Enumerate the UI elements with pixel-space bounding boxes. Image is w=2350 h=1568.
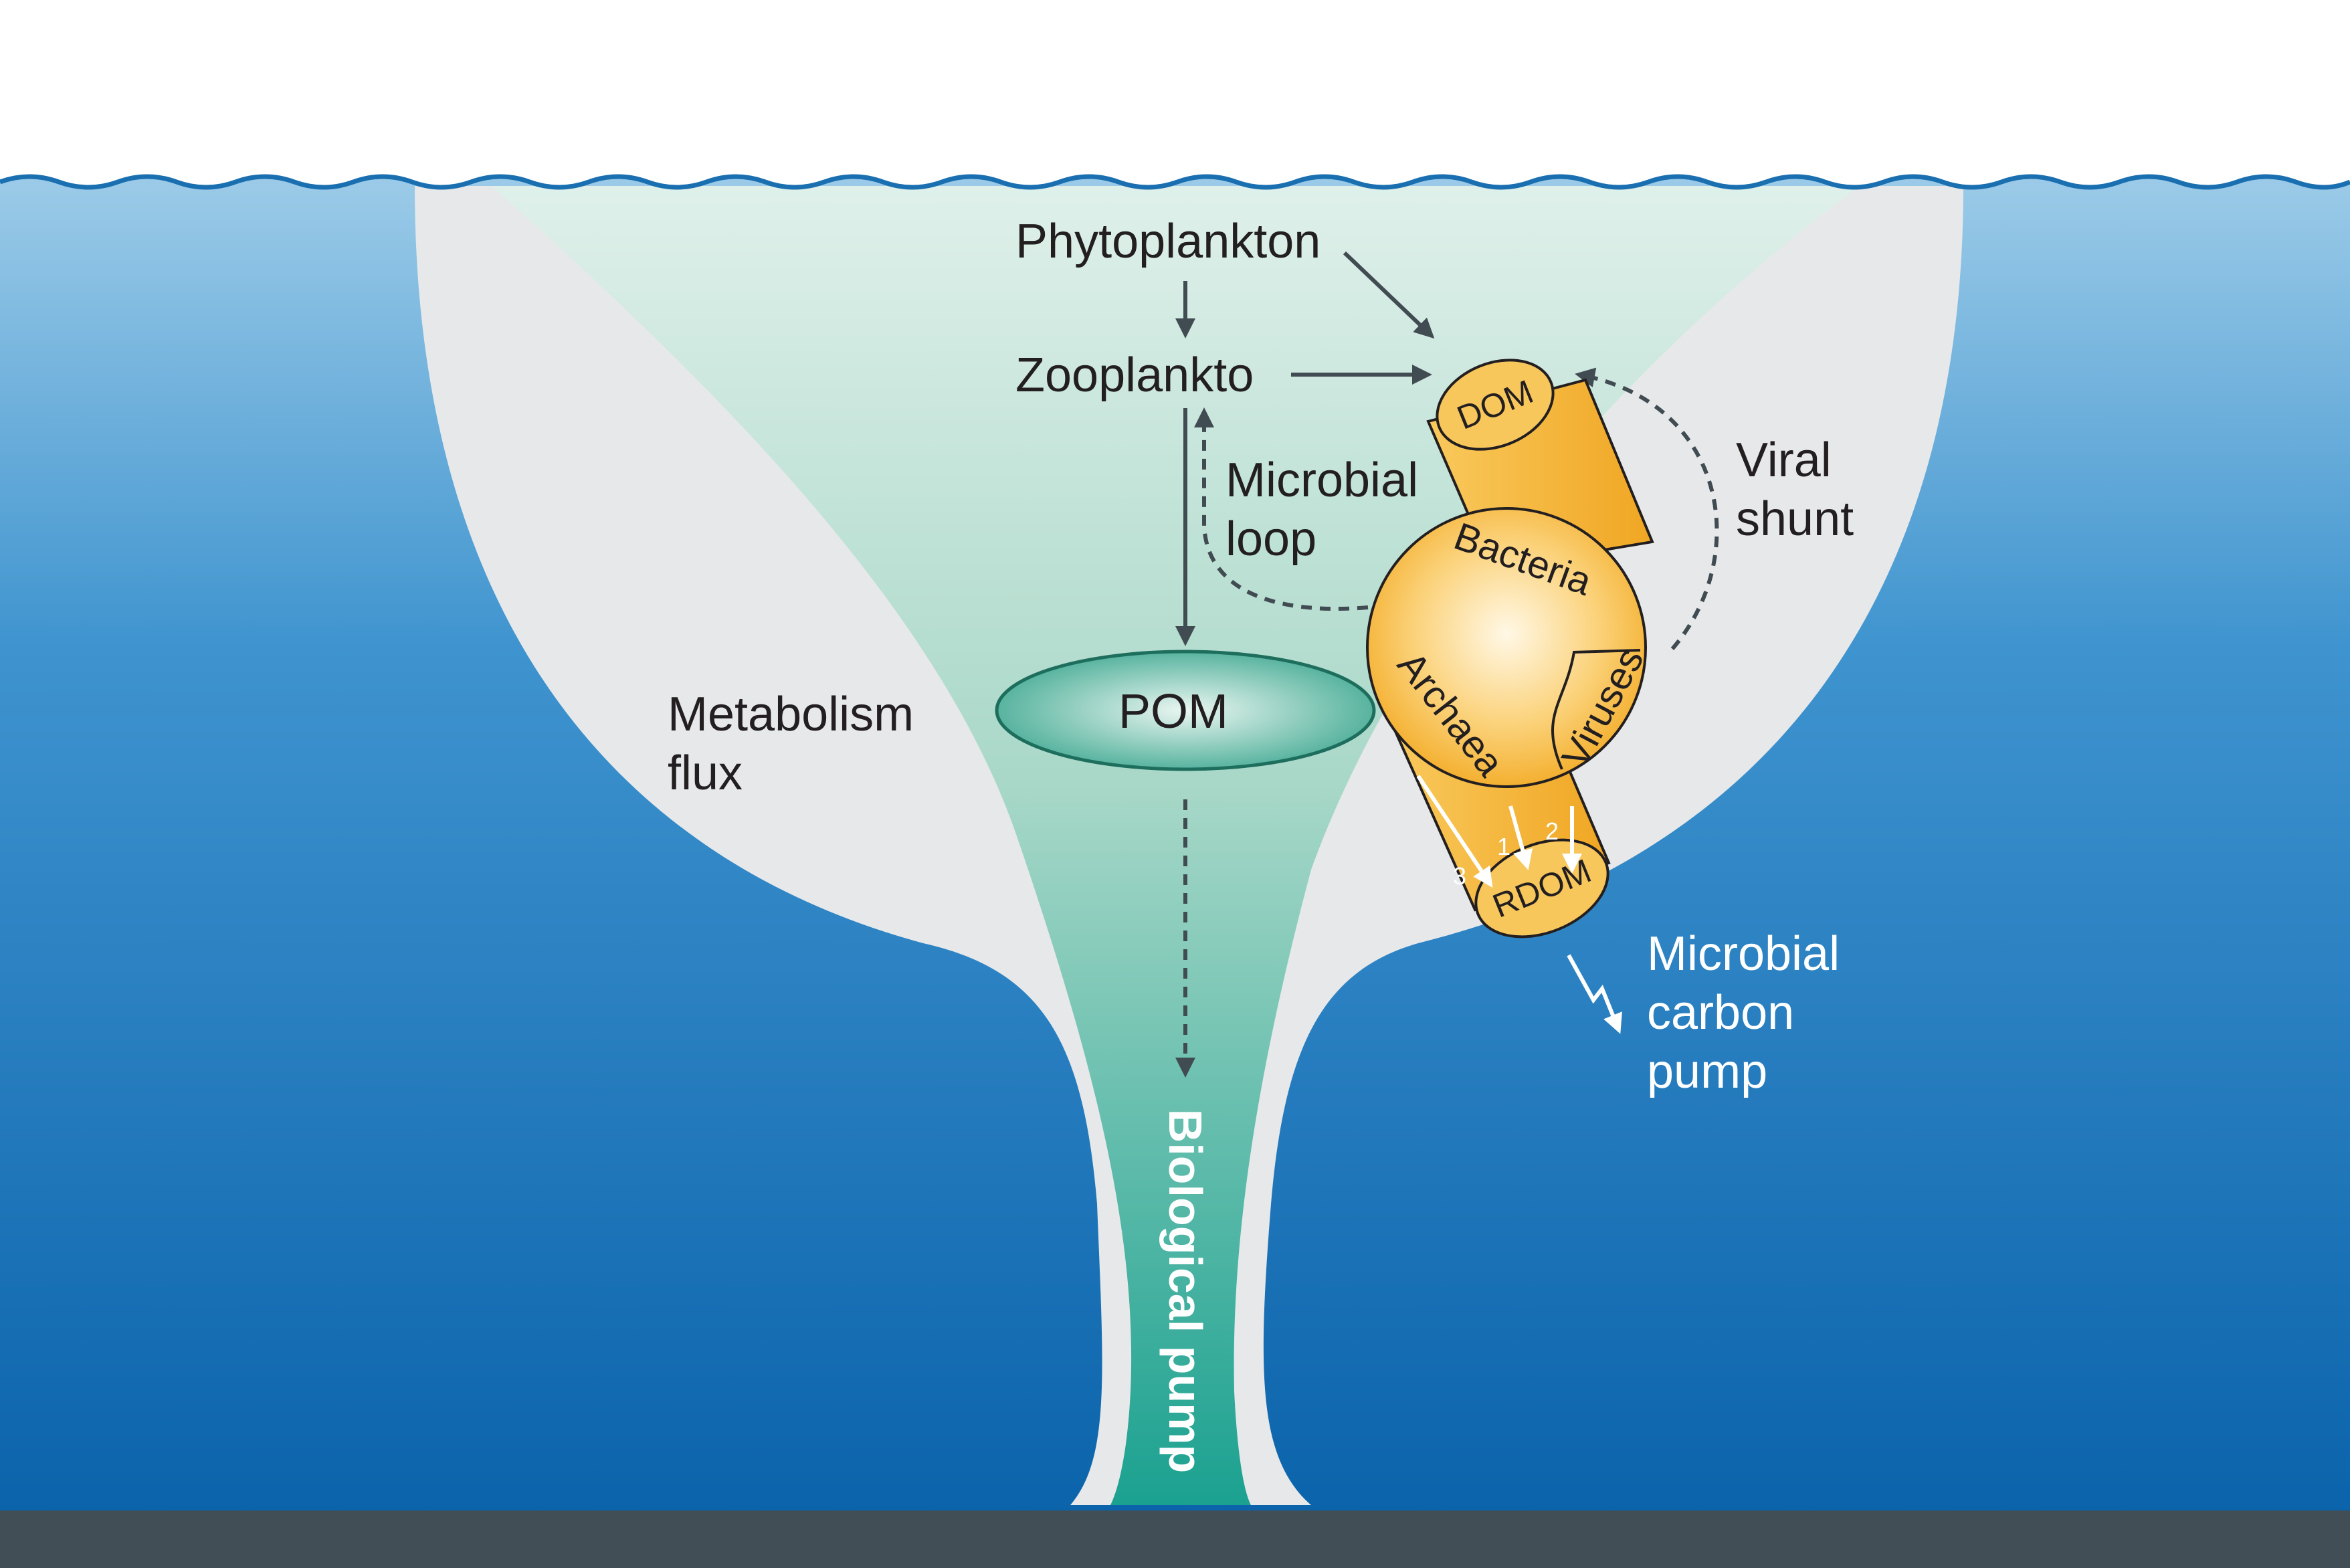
arrow-phyto-to-dom xyxy=(1343,251,1435,339)
metabolism-flux-label-line2: flux xyxy=(668,747,743,800)
pathway-1-label: 1 xyxy=(1497,833,1510,860)
biological-pump-funnel xyxy=(492,186,1860,1505)
viruses-sector xyxy=(1551,649,1641,770)
viral-shunt-label-line1: Viral xyxy=(1736,433,1832,487)
biological-pump-label: Biological pump xyxy=(1159,1109,1211,1473)
arrow-pathway-1 xyxy=(1508,805,1533,870)
phytoplankton-label: Phytoplankton xyxy=(1015,215,1320,268)
pathway-2-label: 2 xyxy=(1545,817,1559,845)
microbial-carbon-pump-label-line2: carbon xyxy=(1647,986,1794,1040)
microbial-loop-label-line2: loop xyxy=(1226,512,1316,566)
sea-surface-line xyxy=(0,174,2350,190)
seafloor xyxy=(0,1510,2350,1568)
zooplankton-label: Zooplankto xyxy=(1015,349,1254,402)
pom-ellipse xyxy=(995,650,1376,771)
microbial-loop-label-line1: Microbial xyxy=(1226,454,1418,507)
microbial-carbon-pump-label-line3: pump xyxy=(1647,1045,1767,1098)
arrow-pathway-3 xyxy=(1416,775,1493,888)
arrow-microbial-carbon-pump xyxy=(1567,954,1622,1034)
pathway-3-label: 3 xyxy=(1453,862,1466,890)
viral-shunt-label-line2: shunt xyxy=(1736,492,1854,546)
arrow-microbial-loop xyxy=(1194,407,1369,611)
microbe-sphere xyxy=(1366,507,1647,788)
arrow-viral-shunt xyxy=(1575,367,1719,650)
metabolism-flux-label-line1: Metabolism xyxy=(668,688,914,741)
pom-label: POM xyxy=(1118,685,1228,739)
microbial-carbon-pump-label-line1: Microbial xyxy=(1647,927,1840,981)
